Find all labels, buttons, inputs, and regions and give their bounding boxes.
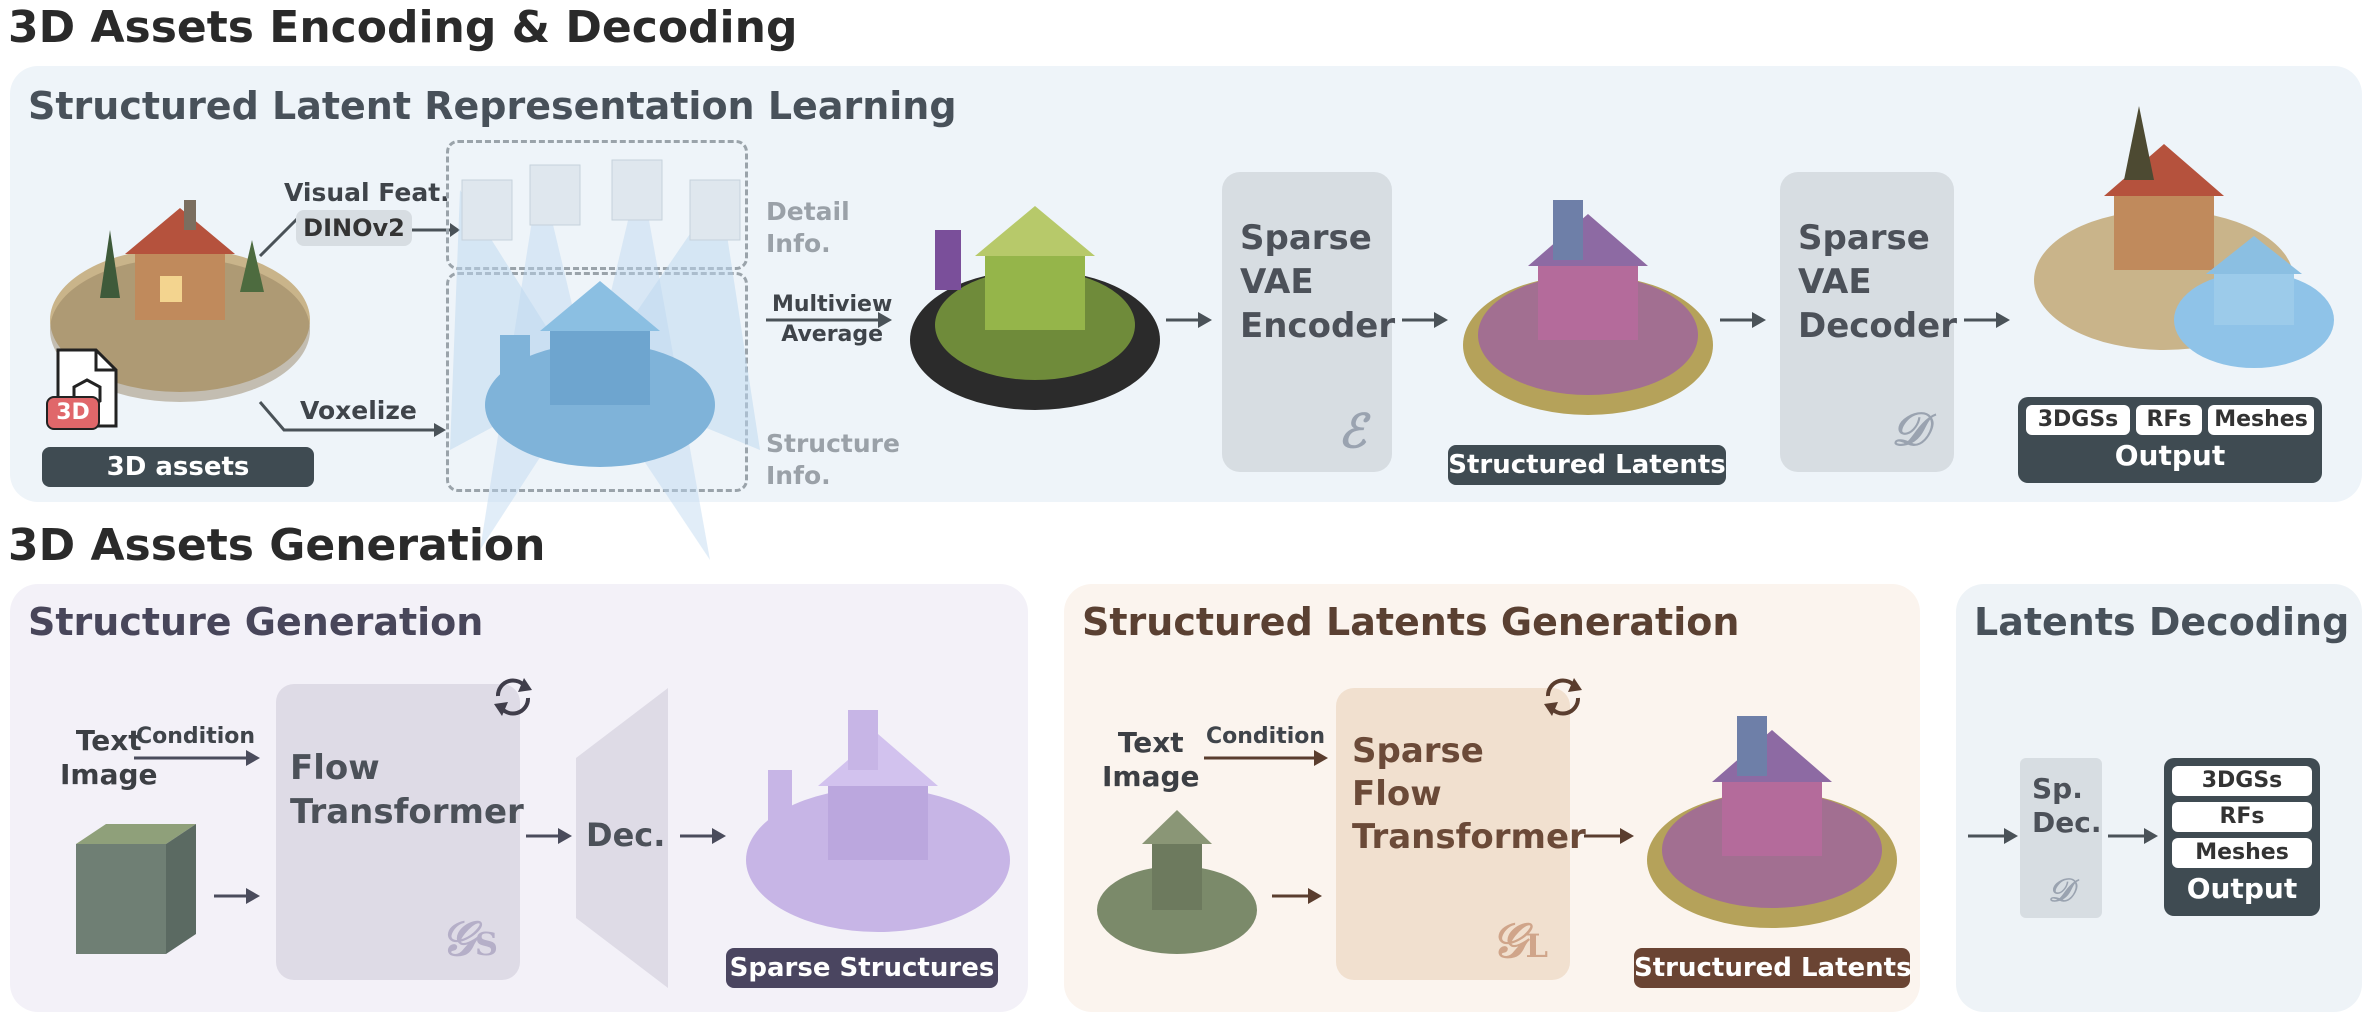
sparse-structures-tag: Sparse Structures (726, 948, 998, 988)
multiview-average-label: Multiview Average (772, 292, 893, 347)
encoder-label: Sparse VAE Encoder (1240, 218, 1396, 346)
arrow-multiview (766, 312, 892, 328)
arrow-to-latents (1402, 312, 1448, 328)
arrow-voxelize (258, 401, 446, 437)
sg-arrow-to-dec (526, 828, 572, 844)
ld-arrow-in (1968, 828, 2018, 844)
gl-subscript: L (1525, 927, 1549, 965)
decoder-label: Sparse VAE Decoder (1798, 218, 1957, 346)
gs-symbol: 𝒢 (440, 911, 475, 967)
ld-arrow-out (2108, 828, 2158, 844)
sg-arrow-to-structure (680, 828, 726, 844)
structured-latents-tag: Structured Latents (1448, 445, 1726, 485)
gl-symbol: 𝒢 (1491, 913, 1526, 969)
sparse-vae-decoder-block: Sparse VAE Decoder 𝒟 (1780, 172, 1957, 472)
sg-dec-label: Dec. (586, 816, 666, 854)
detail-view-thumbnails (461, 159, 741, 241)
lg-refresh-icon (1544, 678, 1582, 716)
dinov2-box: DINOv2 (296, 210, 412, 246)
arrow-to-output (1964, 312, 2010, 328)
sg-text-image-label: Text Image (60, 724, 158, 791)
panel-title-structure-generation: Structure Generation (28, 600, 484, 644)
flow-transformer-symbol: 𝒢S (441, 911, 498, 968)
output-chip-rfs: RFs (2136, 405, 2202, 435)
arrow-to-decoder (1720, 312, 1766, 328)
sparse-flow-transformer-label: Sparse Flow Transformer (1352, 731, 1586, 857)
sparse-flow-transformer-block: Sparse Flow Transformer 𝒢L (1336, 688, 1586, 980)
sp-dec-block: Sp. Dec. 𝒟 (2020, 758, 2102, 918)
output-render-image (2034, 106, 2334, 368)
lg-noisy-structure (1097, 810, 1257, 954)
sparse-flow-transformer-symbol: 𝒢L (1491, 913, 1548, 970)
voxel-structure-blue (485, 281, 715, 467)
sg-arrow-noise (214, 888, 260, 904)
output-chip-3dgs: 3DGSs (2026, 405, 2130, 435)
panel-title-latent-learning: Structured Latent Representation Learnin… (28, 84, 957, 128)
panel-title-latents-generation: Structured Latents Generation (1082, 600, 1740, 644)
arrow-to-dinov2 (258, 216, 300, 258)
lg-text-image-label: Text Image (1102, 726, 1200, 793)
sg-arrow-condition (134, 750, 260, 766)
ld-output-chip-meshes: Meshes (2172, 838, 2312, 868)
file-badge-3d: 3D (46, 396, 100, 430)
feature-voxels-image (910, 206, 1160, 410)
sg-noise-cube (76, 824, 196, 954)
sg-condition-label: Condition (136, 724, 256, 749)
output-box-bottom: 3DGSs RFs Meshes Output (2164, 758, 2320, 916)
sparse-structure-voxels (746, 710, 1010, 932)
lg-arrow-noise (1272, 888, 1322, 904)
arrow-dinov2-to-detail (412, 223, 460, 237)
output-chip-meshes: Meshes (2208, 405, 2314, 435)
encoder-symbol: ℰ (1338, 404, 1366, 458)
sp-dec-symbol: 𝒟 (2048, 871, 2074, 909)
arrow-to-encoder (1166, 312, 1212, 328)
detail-info-box (446, 140, 748, 270)
asset-house-image (50, 200, 310, 402)
sp-dec-label: Sp. Dec. (2032, 772, 2102, 839)
decoder-symbol: 𝒟 (1891, 402, 1928, 456)
voxelize-label: Voxelize (300, 396, 417, 425)
assets-label: 3D assets (42, 447, 314, 487)
gs-subscript: S (474, 925, 498, 963)
ld-output-chip-3dgs: 3DGSs (2172, 766, 2312, 796)
lg-structured-latents-image (1647, 716, 1897, 928)
panel-title-latents-decoding: Latents Decoding (1974, 600, 2350, 644)
sg-dec-trapezoid (576, 688, 668, 988)
detail-info-label: Detail Info. (766, 197, 850, 258)
output-box-top: 3DGSs RFs Meshes Output (2018, 397, 2322, 483)
sg-refresh-icon (494, 678, 532, 716)
lg-arrow-to-latents (1584, 828, 1634, 844)
ld-output-chip-rfs: RFs (2172, 802, 2312, 832)
lg-arrow-condition (1204, 750, 1328, 766)
flow-transformer-label: Flow Transformer (290, 748, 524, 832)
section-title-generation: 3D Assets Generation (8, 520, 546, 571)
section-title-encoding: 3D Assets Encoding & Decoding (8, 2, 798, 53)
visual-feat-label: Visual Feat. (284, 178, 450, 207)
structure-info-label: Structure Info. (766, 429, 900, 490)
output-label-top: Output (2114, 439, 2226, 472)
lg-structured-latents-tag: Structured Latents (1634, 948, 1912, 988)
flow-transformer-block: Flow Transformer 𝒢S (276, 684, 524, 980)
sparse-vae-encoder-block: Sparse VAE Encoder ℰ (1222, 172, 1396, 472)
lg-condition-label: Condition (1206, 724, 1326, 749)
ld-output-label: Output (2186, 872, 2298, 905)
structured-latents-image (1463, 200, 1713, 415)
